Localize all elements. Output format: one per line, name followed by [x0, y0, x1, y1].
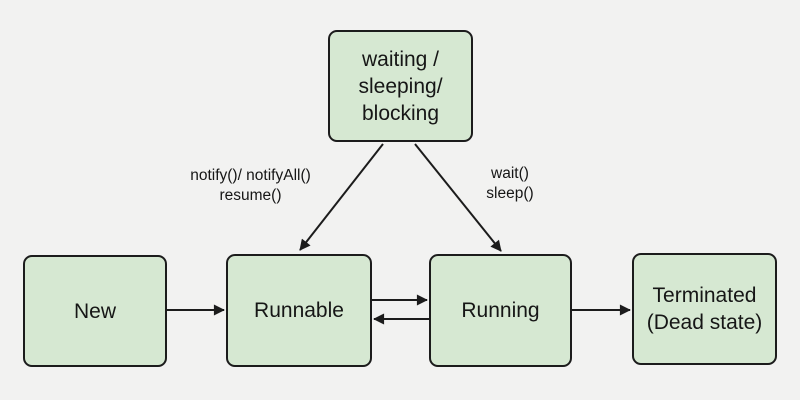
edge-label-line: wait(): [491, 165, 529, 182]
state-label-line: sleeping/: [358, 74, 443, 98]
state-box-runnable: Runnable: [226, 254, 372, 367]
arrow-waiting-to-runnable: [299, 143, 384, 251]
edge-label-line: sleep(): [486, 184, 534, 202]
edge-label-line: resume(): [219, 186, 282, 204]
state-label: Runnable: [254, 299, 344, 322]
state-label: Running: [461, 299, 540, 322]
state-box-running: Running: [429, 254, 572, 367]
edge-label-notify-resume: notify()/ notifyAll() resume(): [158, 166, 343, 205]
state-box-waiting-sleeping-blocking: waiting / sleeping/ blocking: [328, 30, 473, 142]
state-box-terminated: Terminated (Dead state): [632, 253, 777, 365]
state-label-line: Terminated: [652, 284, 757, 307]
arrow-waiting-to-running: [414, 143, 502, 252]
state-label-line: (Dead state): [646, 311, 763, 334]
state-label: New: [73, 299, 116, 323]
state-label-line: blocking: [361, 101, 440, 125]
edge-label-wait-sleep: wait() sleep(): [460, 164, 560, 203]
state-box-new: New: [23, 255, 167, 367]
edge-label-line: notify()/ notifyAll(): [190, 167, 311, 184]
state-label-line: waiting /: [361, 47, 440, 71]
